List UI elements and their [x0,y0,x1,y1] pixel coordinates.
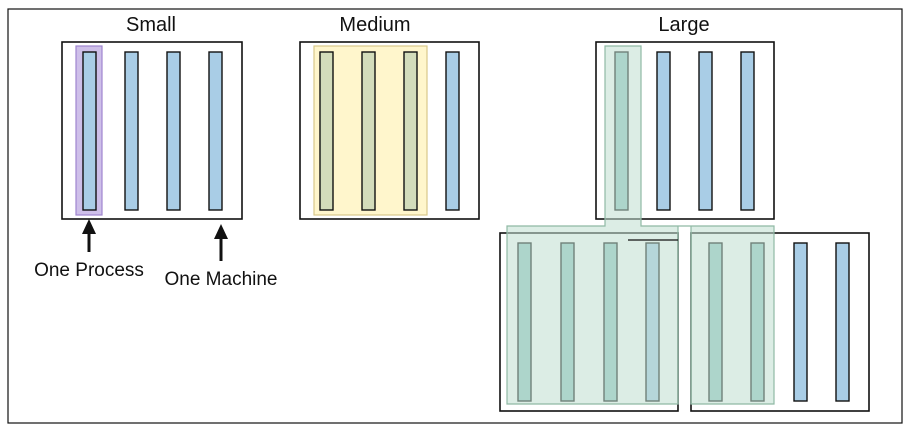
small-process-1 [82,51,97,211]
medium-section [299,41,480,220]
one-machine-annotation: One Machine [164,224,278,290]
large-processes-highlight [506,45,775,405]
large-right-process-3 [793,242,808,402]
large-right-process-4 [835,242,850,402]
one-process-label: One Process [34,260,144,281]
heading-medium: Medium [339,14,410,36]
medium-process-3 [403,51,418,211]
large-top-process-4 [740,51,755,211]
medium-process-2 [361,51,376,211]
medium-process-4 [445,51,460,211]
small-process-3 [166,51,181,211]
small-section [61,41,243,220]
heading-small: Small [126,14,176,36]
one-process-arrow-head up-arrow-icon [82,219,96,234]
one-process-annotation: One Process [34,219,144,281]
large-top-process-2 [656,51,671,211]
heading-large: Large [658,14,709,36]
large-top-process-3 [698,51,713,211]
medium-process-1 [319,51,334,211]
large-section [499,41,870,412]
small-process-2 [124,51,139,211]
one-machine-arrow-head up-arrow-icon [214,224,228,239]
small-process-4 [208,51,223,211]
one-machine-label: One Machine [164,269,277,290]
